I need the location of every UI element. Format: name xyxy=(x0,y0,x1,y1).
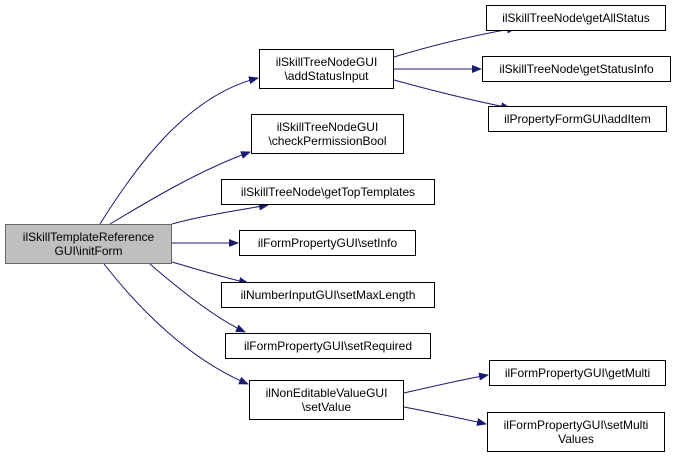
node-addstatusinput-line-2: \addStatusInput xyxy=(284,69,369,83)
node-additem[interactable]: ilPropertyFormGUI\addItem xyxy=(488,106,667,132)
edge-initform-to-gettoptemplates xyxy=(171,202,269,225)
edge-initform-to-checkpermissionbool xyxy=(109,151,251,225)
edge-initform-to-setrequired xyxy=(149,263,246,333)
edge-addstatusinput-to-additem xyxy=(393,79,511,111)
node-getmulti-line-1: ilFormPropertyGUI\getMulti xyxy=(504,366,651,380)
node-getmulti[interactable]: ilFormPropertyGUI\getMulti xyxy=(489,360,666,386)
edge-setvalue-to-setmultivalues xyxy=(403,406,487,426)
node-addstatusinput[interactable]: ilSkillTreeNodeGUI\addStatusInput xyxy=(259,49,394,89)
node-setmaxlength[interactable]: ilNumberInputGUI\setMaxLength xyxy=(221,282,435,308)
node-setrequired-line-1: ilFormPropertyGUI\setRequired xyxy=(243,339,413,353)
node-initform-line-2: GUI\initForm xyxy=(54,244,123,258)
node-checkpermissionbool-line-2: \checkPermissionBool xyxy=(268,134,387,148)
node-setmultivalues-line-1: ilFormPropertyGUI\setMulti xyxy=(503,418,649,432)
node-gettoptemplates[interactable]: ilSkillTreeNode\getTopTemplates xyxy=(221,179,435,205)
node-setvalue-line-2: \setValue xyxy=(301,400,352,414)
node-setmaxlength-line-1: ilNumberInputGUI\setMaxLength xyxy=(240,288,416,302)
node-checkpermissionbool[interactable]: ilSkillTreeNodeGUI\checkPermissionBool xyxy=(251,114,404,154)
edge-initform-to-addstatusinput xyxy=(99,76,259,225)
node-setvalue[interactable]: ilNonEditableValueGUI\setValue xyxy=(249,380,404,420)
node-setvalue-line-1: ilNonEditableValueGUI xyxy=(265,386,388,400)
edge-initform-to-setvalue xyxy=(103,263,249,385)
node-setrequired[interactable]: ilFormPropertyGUI\setRequired xyxy=(225,333,431,359)
node-checkpermissionbool-line-1: ilSkillTreeNodeGUI xyxy=(276,120,379,134)
node-getstatusinfo-line-1: ilSkillTreeNode\getStatusInfo xyxy=(499,62,654,76)
node-setmultivalues-line-2: Values xyxy=(558,432,594,446)
node-getstatusinfo[interactable]: ilSkillTreeNode\getStatusInfo xyxy=(482,56,671,82)
node-getallstatus-line-1: ilSkillTreeNode\getAllStatus xyxy=(502,11,650,25)
edge-setvalue-to-getmulti xyxy=(403,372,489,394)
node-additem-line-1: ilPropertyFormGUI\addItem xyxy=(504,112,651,126)
node-initform-line-1: ilSkillTemplateReference xyxy=(22,230,155,244)
edge-addstatusinput-to-getallstatus xyxy=(393,25,517,58)
node-setinfo[interactable]: ilFormPropertyGUI\setInfo xyxy=(239,230,416,256)
node-gettoptemplates-line-1: ilSkillTreeNode\getTopTemplates xyxy=(240,185,416,199)
edge-initform-to-setmaxlength xyxy=(171,261,249,285)
node-getallstatus[interactable]: ilSkillTreeNode\getAllStatus xyxy=(486,5,666,31)
node-setinfo-line-1: ilFormPropertyGUI\setInfo xyxy=(257,236,398,250)
node-addstatusinput-line-1: ilSkillTreeNodeGUI xyxy=(275,55,378,69)
